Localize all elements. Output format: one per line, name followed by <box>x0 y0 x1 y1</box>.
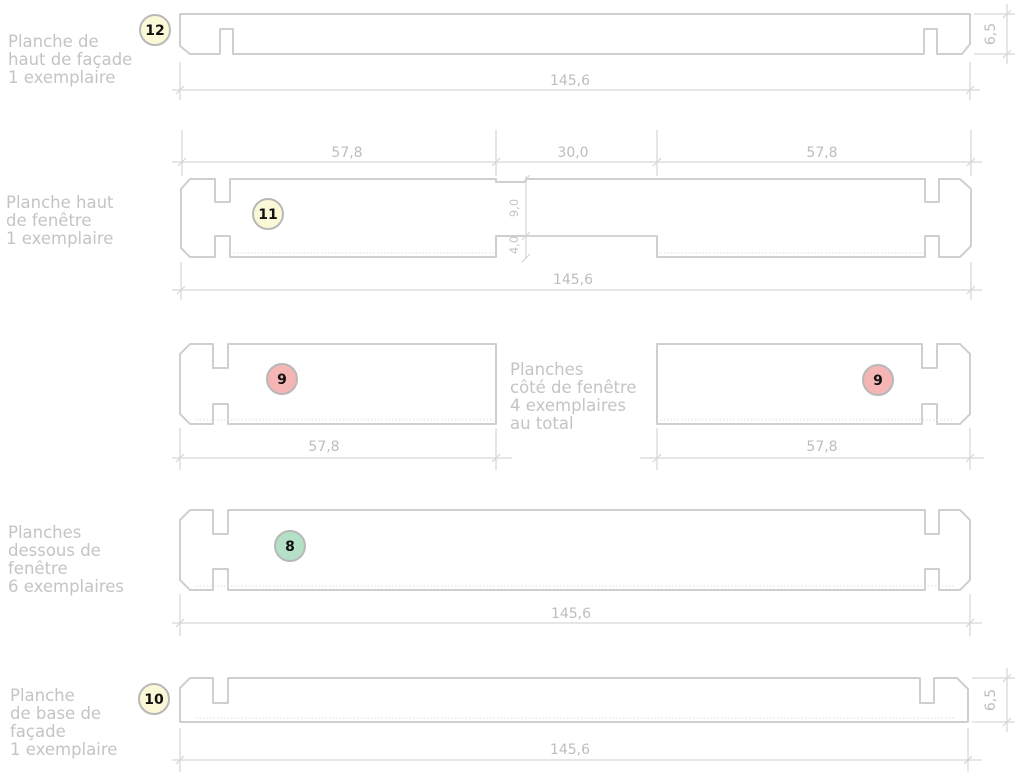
badge-8: 8 <box>274 530 306 562</box>
plank-12-height-label: 6,5 <box>983 23 999 45</box>
svg-text:11: 11 <box>258 207 277 223</box>
badge-9-right: 9 <box>862 364 894 396</box>
svg-text:12: 12 <box>145 23 164 39</box>
badge-11: 11 <box>252 198 284 230</box>
plank-11-upper-height-label: 9,0 <box>507 199 521 217</box>
plank-12-outline <box>179 13 971 55</box>
plank-11-outline <box>180 178 972 258</box>
label-plank-12: Planche de haut de façade 1 exemplaire <box>8 32 133 87</box>
plank-8-length-label: 145,6 <box>551 606 591 622</box>
plank-11-length-label: 145,6 <box>553 272 593 288</box>
plank-9-left-outline <box>179 343 497 425</box>
plank-12-height-dimension <box>974 4 1015 64</box>
plank-9-right-outline <box>656 343 971 425</box>
plank-10-height-label: 6,5 <box>983 689 999 711</box>
label-plank-11: Planche haut de fenêtre 1 exemplaire <box>6 193 114 248</box>
label-plank-8: Planches dessous de fenêtre 6 exemplaire… <box>8 523 125 596</box>
plank-8-outline <box>179 509 971 591</box>
plank-11-length-dimension <box>172 262 982 300</box>
plank-12-length-dimension <box>172 62 980 100</box>
plank-9-left-length-label: 57,8 <box>308 439 339 455</box>
badge-12: 12 <box>139 14 171 46</box>
plank-10-length-label: 145,6 <box>550 742 590 758</box>
plank-8-length-dimension <box>172 594 982 636</box>
plank-11-right-width-label: 57,8 <box>806 145 837 161</box>
label-plank-10: Planche de base de façade 1 exemplaire <box>10 686 118 759</box>
plank-12-length-label: 145,6 <box>550 73 590 89</box>
plank-10-length-dimension <box>172 728 982 772</box>
plank-11-left-width-label: 57,8 <box>331 145 362 161</box>
svg-text:9: 9 <box>277 372 287 388</box>
plank-9-right-length-dimension <box>640 428 984 470</box>
plank-11-lower-height-label: 4,0 <box>507 236 521 254</box>
label-plank-9: Planches côté de fenêtre 4 exemplaires a… <box>510 360 637 433</box>
plank-9-right-length-label: 57,8 <box>806 439 837 455</box>
svg-text:8: 8 <box>285 539 295 555</box>
plank-11-top-dimensions <box>172 130 982 176</box>
plank-10-height-dimension <box>972 668 1015 732</box>
plank-9-left-length-dimension <box>172 428 512 470</box>
svg-text:9: 9 <box>873 373 883 389</box>
svg-text:10: 10 <box>144 692 164 708</box>
badge-9-left: 9 <box>266 363 298 395</box>
plank-11-vertical-dimensions <box>521 174 657 263</box>
plank-10-outline <box>179 677 969 723</box>
plank-11-center-width-label: 30,0 <box>557 145 588 161</box>
badge-10: 10 <box>138 683 170 715</box>
